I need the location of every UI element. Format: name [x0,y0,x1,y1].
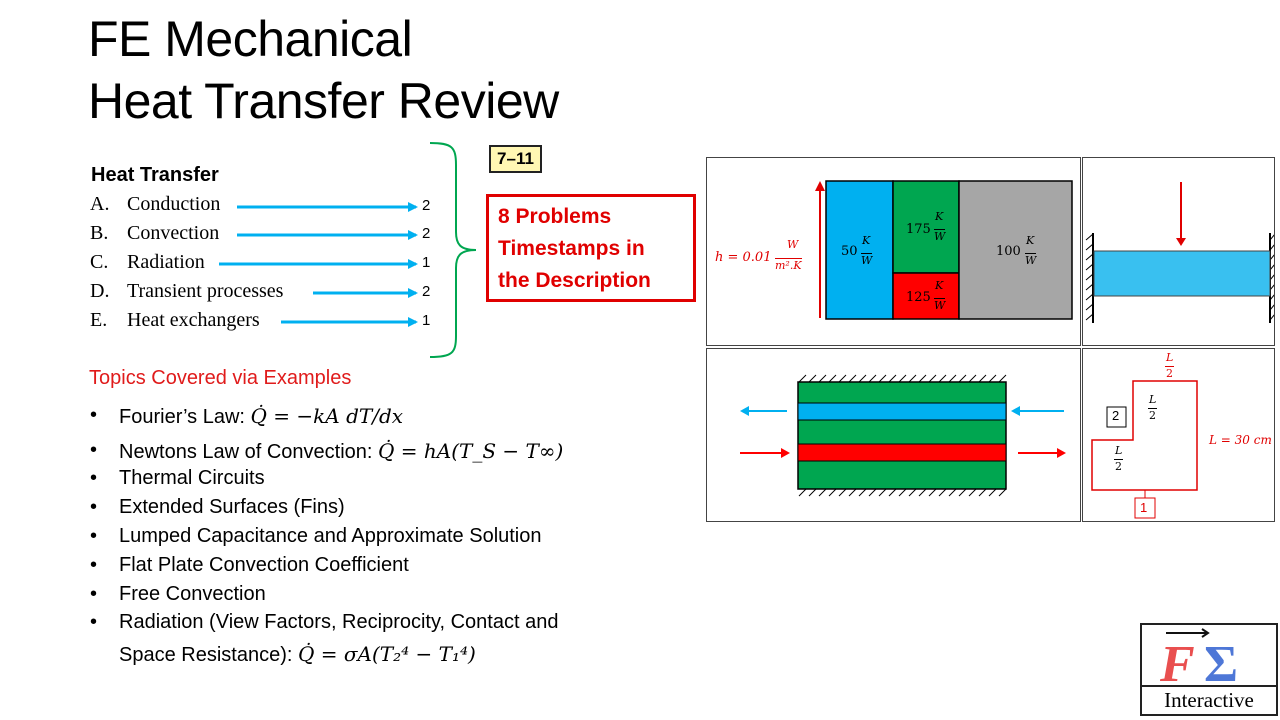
r2-value: 175 [906,222,931,237]
count-radiation: 1 [422,254,431,271]
newton-equation: Q̇ = hA(T_S − T∞) [378,439,564,463]
mid-l-den: 2 [1148,408,1157,422]
h-unit-den: m².K [775,258,802,272]
r4-unit-den: W [1025,253,1037,267]
count-heat-exchangers: 1 [422,312,431,329]
thermal-circuit-panel: h = 0.01 W m².K 50 K W 175 K W 125 K W 1… [706,157,1081,346]
topic-letter: E. [90,309,108,331]
bullet-text: Thermal Circuits [119,467,265,489]
r1-unit-den: W [861,253,873,267]
fin-diagram [1085,182,1276,323]
r4-value: 100 [996,244,1021,259]
topic-arrows [219,142,477,358]
heat-transfer-heading: Heat Transfer [91,164,219,186]
topic-letter: D. [90,280,110,302]
top-l-den: 2 [1165,366,1174,380]
fin-rod [1093,250,1271,297]
topics-covered-heading: Topics Covered via Examples [89,367,352,389]
bullet-text: Extended Surfaces (Fins) [119,496,345,518]
r2-unit-den: W [934,229,946,243]
topic-letter: B. [90,222,109,244]
resistor-175 [892,180,960,274]
enclosure-panel: 2 1 L 2 L 2 L 2 L = 30 cm [1082,348,1275,522]
logo-mark-icon: F Σ [1159,628,1238,689]
surface-1-label: 1 [1140,500,1148,515]
brace-icon [429,142,477,358]
heat-exchanger-diagram [740,374,1066,497]
fe-interactive-logo: F Σ Interactive [1140,623,1278,716]
topic-name: Heat exchangers [127,309,260,331]
r4-unit-num: K [1026,234,1035,247]
surface-2-label: 2 [1112,408,1120,423]
bullet-text: Fourier’s Law: [119,406,251,428]
topic-name: Radiation [127,251,205,273]
page-title: FE Mechanical Heat Transfer Review [88,8,559,132]
svg-text:Σ: Σ [1204,636,1238,689]
title-line-2: Heat Transfer Review [88,73,559,129]
radiation-equation: Q̇ = σA(T₂⁴ − T₁⁴) [297,642,476,666]
mid-l-num: L [1149,393,1157,406]
enclosure-outline [1091,380,1198,491]
cold-stream [797,402,1007,421]
h-label: h = 0.01 [715,250,772,265]
r3-value: 125 [906,290,931,305]
problems-callout: 8 Problems Timestamps in the Description [486,194,696,302]
top-l-num: L [1166,351,1174,364]
resistor-50 [825,180,894,320]
h-unit-num: W [787,238,799,251]
thermal-circuit-diagram [815,180,1073,320]
hot-stream [797,443,1007,462]
r3-unit-num: K [935,279,944,292]
bullet-text: Radiation (View Factors, Reciprocity, Co… [119,611,559,633]
r1-unit-num: K [862,234,871,247]
heat-exchanger-panel [706,348,1081,522]
length-label: L = 30 cm [1209,433,1272,447]
fin-panel [1082,157,1276,346]
fourier-equation: Q̇ = −kA dT/dx [250,404,404,428]
exchanger-body [797,381,1007,490]
topic-letter: C. [90,251,109,273]
resistor-100 [958,180,1073,320]
topic-letter: A. [90,193,110,215]
top-hatching [798,374,1007,383]
count-transient: 2 [422,283,431,300]
bullet-text: Space Resistance): [119,644,298,666]
bullet-text: Free Convection [119,583,266,605]
bullet-text: Lumped Capacitance and Approximate Solut… [119,525,542,547]
svg-text:F: F [1159,636,1195,689]
topic-name: Transient processes [127,280,284,302]
surface-2-box [1106,406,1127,428]
wall-hatching [1085,233,1276,321]
topic-name: Conduction [127,193,221,215]
callout-line-1: 8 Problems [498,205,612,228]
callout-line-2: Timestamps in [498,237,645,260]
topic-name: Convection [127,222,220,244]
bullet-text: Newtons Law of Convection: [119,441,379,463]
enclosure-diagram [1091,380,1198,519]
logo-text: Interactive [1142,685,1276,713]
r1-value: 50 [841,244,858,259]
bottom-hatching [798,488,1007,497]
low-l-den: 2 [1114,459,1123,473]
count-conduction: 2 [422,197,431,214]
r2-unit-num: K [935,210,944,223]
count-convection: 2 [422,225,431,242]
callout-line-3: the Description [498,269,651,292]
problem-range-badge: 7–11 [489,145,542,173]
r3-unit-den: W [934,298,946,312]
low-l-num: L [1115,444,1123,457]
title-line-1: FE Mechanical [88,11,413,67]
bullet-text: Flat Plate Convection Coefficient [119,554,409,576]
